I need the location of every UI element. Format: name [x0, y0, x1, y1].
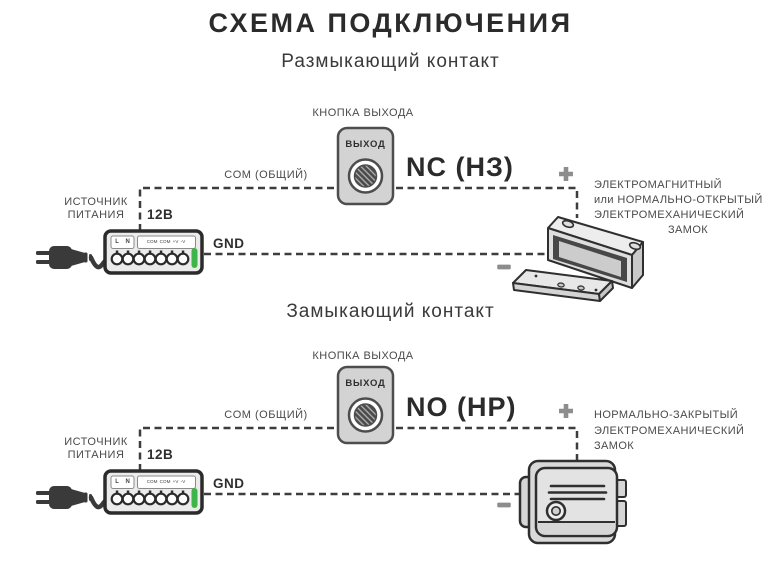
minus-polarity-icon-no	[497, 502, 511, 508]
psu-caption-no: ИСТОЧНИК ПИТАНИЯ	[50, 436, 142, 462]
psu-output-terminal-labels-nc: COM COM +V -V	[146, 239, 186, 244]
exit-button-caption-nc: КНОПКА ВЫХОДА	[312, 107, 414, 119]
subtitle-no: Замыкающий контакт	[286, 301, 495, 322]
wire-com-label-nc: COM (ОБЩИЙ)	[224, 169, 308, 181]
diagram-no-wires	[138, 426, 579, 496]
power-plug-no	[36, 486, 107, 509]
lock-caption-nc-line4: ЗАМОК	[668, 224, 709, 236]
lock-caption-no-line1: НОРМАЛЬНО-ЗАКРЫТЫЙ	[594, 409, 739, 421]
diagram-nc-wires	[138, 186, 579, 256]
wire-com-label-no: COM (ОБЩИЙ)	[224, 409, 308, 421]
wire-gnd-label-no: GND	[213, 476, 245, 491]
psu-mains-terminal-labels-nc: L N	[115, 239, 130, 245]
exit-button-face-label-no: ВЫХОД	[345, 378, 386, 389]
psu-mains-terminal-labels-no: L N	[115, 479, 130, 485]
wire-12v-com-nc	[138, 186, 579, 231]
wire-gnd-label-nc: GND	[213, 236, 245, 251]
electromagnetic-lock	[547, 216, 644, 289]
lock-caption-nc: ЭЛЕКТРОМАГНИТНЫЙ или НОРМАЛЬНО-ОТКРЫТЫЙ …	[594, 178, 766, 238]
subtitle-nc: Размыкающий контакт	[281, 51, 500, 72]
page-title: СХЕМА ПОДКЛЮЧЕНИЯ	[208, 8, 573, 38]
exit-button-face-label-nc: ВЫХОД	[345, 139, 386, 150]
psu-caption-line2-no: ПИТАНИЯ	[67, 449, 125, 461]
contact-type-label-nc: NC (НЗ)	[406, 152, 514, 182]
contact-type-label-no: NO (НР)	[406, 392, 517, 422]
lock-caption-nc-line3: ЭЛЕКТРОМЕХАНИЧЕСКИЙ	[594, 209, 745, 221]
wire-12v-com-no	[138, 426, 579, 471]
electromechanical-lock	[518, 459, 627, 545]
power-plug-nc	[36, 246, 107, 269]
lock-caption-nc-line1: ЭЛЕКТРОМАГНИТНЫЙ	[594, 179, 722, 191]
armature-plate	[512, 269, 614, 302]
lock-caption-no: НОРМАЛЬНО-ЗАКРЫТЫЙ ЭЛЕКТРОМЕХАНИЧЕСКИЙ З…	[594, 408, 766, 455]
exit-button-caption-no: КНОПКА ВЫХОДА	[312, 350, 414, 362]
minus-polarity-icon-nc	[497, 264, 511, 270]
wire-12v-label-nc: 12В	[147, 207, 174, 222]
lock-caption-no-line2: ЭЛЕКТРОМЕХАНИЧЕСКИЙ	[594, 424, 745, 437]
plus-polarity-icon-nc	[559, 167, 573, 181]
psu-caption-nc: ИСТОЧНИК ПИТАНИЯ	[50, 196, 142, 222]
psu-caption-line1-no: ИСТОЧНИК	[64, 436, 128, 448]
psu-output-terminal-labels-no: COM COM +V -V	[146, 479, 186, 484]
psu-caption-line1-nc: ИСТОЧНИК	[64, 196, 128, 208]
lock-caption-no-line3: ЗАМОК	[594, 440, 635, 452]
plus-polarity-icon-no	[559, 404, 573, 418]
psu-caption-line2-nc: ПИТАНИЯ	[67, 209, 125, 221]
lock-caption-nc-line2: или НОРМАЛЬНО-ОТКРЫТЫЙ	[594, 194, 763, 206]
wire-12v-label-no: 12В	[147, 447, 174, 462]
